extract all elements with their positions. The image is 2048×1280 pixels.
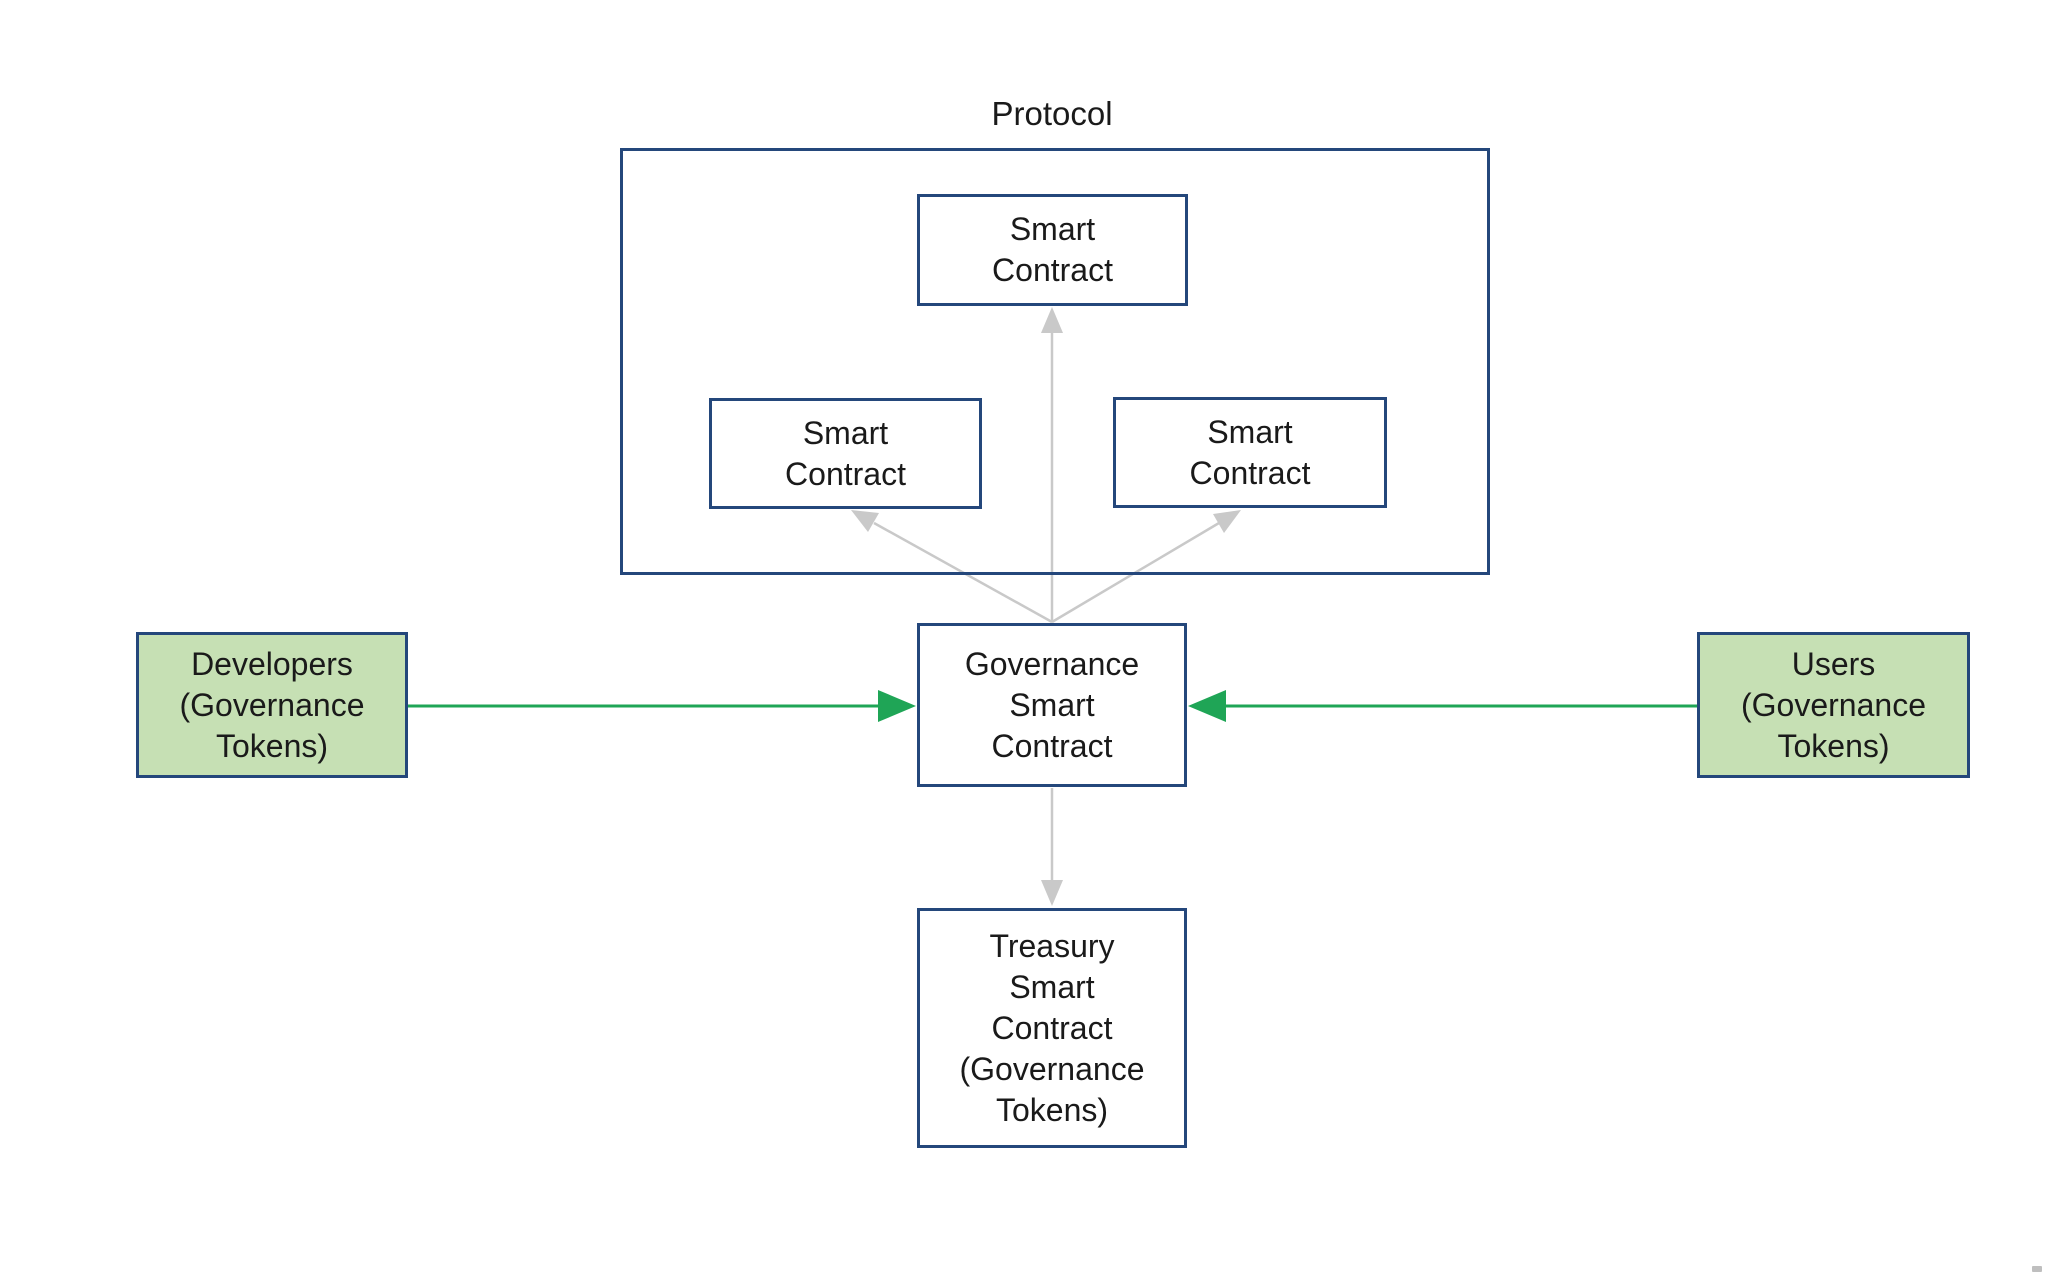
corner-artifact [2032,1266,2042,1272]
arrow-governance-to-top-contract-head [1041,307,1063,333]
node-smart-contract-left: Smart Contract [709,398,982,509]
node-developers: Developers (Governance Tokens) [136,632,408,778]
arrow-governance-to-left-contract-head [851,510,879,532]
protocol-group-box [620,148,1490,575]
node-treasury-smart-contract: Treasury Smart Contract (Governance Toke… [917,908,1187,1148]
node-users: Users (Governance Tokens) [1697,632,1970,778]
arrow-developers-to-governance-head [878,690,916,722]
arrow-governance-to-treasury-head [1041,880,1063,906]
node-smart-contract-right: Smart Contract [1113,397,1387,508]
arrow-governance-to-right-contract-head [1213,510,1241,533]
node-smart-contract-top: Smart Contract [917,194,1188,306]
node-governance-smart-contract: Governance Smart Contract [917,623,1187,787]
arrow-users-to-governance-head [1188,690,1226,722]
protocol-group-label: Protocol [991,95,1113,132]
